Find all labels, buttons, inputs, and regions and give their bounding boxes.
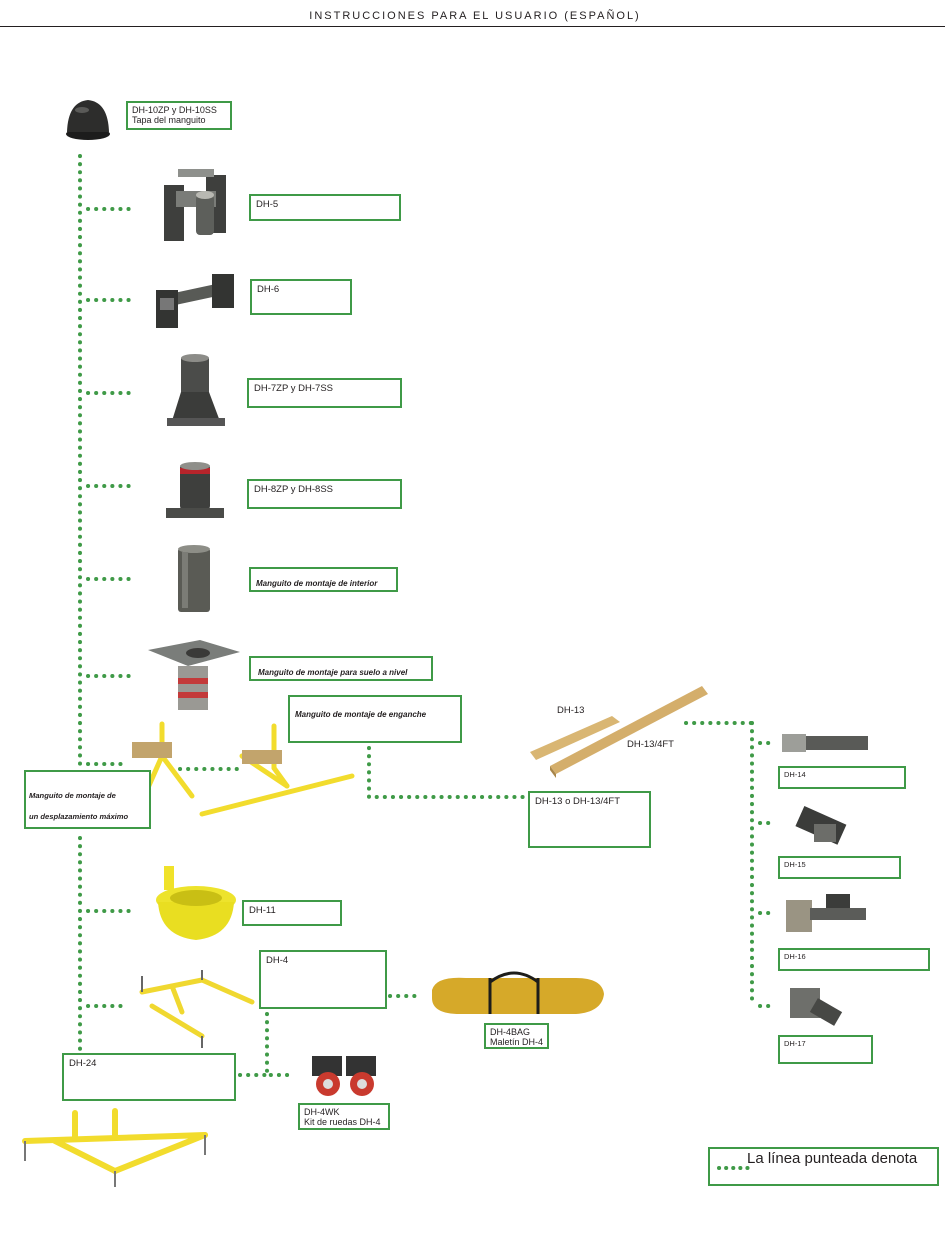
hitch-mount-frame-icon xyxy=(129,721,355,827)
suelo-label-box: Manguito de montaje para suelo a nivel xyxy=(249,656,433,681)
wheel-kit-icon xyxy=(312,1056,376,1096)
dh16-part-icon xyxy=(786,894,866,932)
dh15-label-box: DH-15 xyxy=(778,856,901,879)
legend-text: La línea punteada denota xyxy=(747,1150,918,1167)
dh24-label-box: DH-24 xyxy=(62,1053,236,1101)
dh15-part-icon xyxy=(795,806,847,845)
dh7-part-icon xyxy=(167,354,225,426)
header-rule xyxy=(0,26,945,27)
dh13-top-label: DH-13 xyxy=(557,705,585,716)
dh16-label-box: DH-16 xyxy=(778,948,930,971)
dh4bag-label-box: DH-4BAG Maletín DH-4 xyxy=(484,1023,549,1049)
dh14-label-box: DH-14 xyxy=(778,766,906,789)
dh8-label-box: DH-8ZP y DH-8SS xyxy=(247,479,402,509)
legend-dots-icon xyxy=(717,1166,750,1170)
dh4wk-label-line1: DH-4WK xyxy=(304,1107,340,1117)
dh6-part-icon xyxy=(156,274,234,328)
dh13-4ft-label: DH-13/4FT xyxy=(627,739,674,750)
sleeve-cap-icon xyxy=(66,100,110,140)
interior-sleeve-icon xyxy=(178,545,210,612)
dh14-part-icon xyxy=(782,734,868,752)
legend-box: La línea punteada denota xyxy=(708,1147,939,1186)
wood-beam-icon xyxy=(530,686,708,778)
dh7-label-box: DH-7ZP y DH-7SS xyxy=(247,378,402,408)
bag-icon xyxy=(432,971,604,1014)
maximo-label-line1: Manguito de montaje de xyxy=(29,791,116,800)
dh17-label-box: DH-17 xyxy=(778,1035,873,1064)
page-header-title: INSTRUCCIONES PARA EL USUARIO (ESPAÑOL) xyxy=(309,10,641,22)
maximo-label-box: Manguito de montaje de un desplazamiento… xyxy=(24,770,151,829)
floor-sleeve-icon xyxy=(148,640,240,710)
dh17-part-icon xyxy=(790,988,843,1026)
dh13-label-box: DH-13 o DH-13/4FT xyxy=(528,791,651,848)
dh4wk-label-line2: Kit de ruedas DH-4 xyxy=(304,1117,381,1127)
maximo-label-line2: un desplazamiento máximo xyxy=(29,812,129,821)
dh10-label-box: DH-10ZP y DH-10SS Tapa del manguito xyxy=(126,101,232,130)
dh10-label-line1: DH-10ZP y DH-10SS xyxy=(132,105,217,115)
dh4bag-label-line2: Maletín DH-4 xyxy=(490,1037,544,1047)
dh10-label-line2: Tapa del manguito xyxy=(132,115,206,125)
dh4-label-box: DH-4 xyxy=(259,950,387,1009)
dh4-frame-icon xyxy=(139,970,255,1048)
dh5-part-icon xyxy=(164,169,226,241)
enganche-label-box: Manguito de montaje de enganche xyxy=(288,695,462,743)
dh11-funnel-icon xyxy=(156,866,236,940)
dh4bag-label-line1: DH-4BAG xyxy=(490,1027,531,1037)
dh6-label-box: DH-6 xyxy=(250,279,352,315)
dh24-frame-icon xyxy=(22,1108,208,1187)
dh5-label-box: DH-5 xyxy=(249,194,401,221)
dh8-part-icon xyxy=(166,462,224,518)
dh4wk-label-box: DH-4WK Kit de ruedas DH-4 xyxy=(298,1103,390,1130)
dh11-label-box: DH-11 xyxy=(242,900,342,926)
interior-label-box: Manguito de montaje de interior xyxy=(249,567,398,592)
